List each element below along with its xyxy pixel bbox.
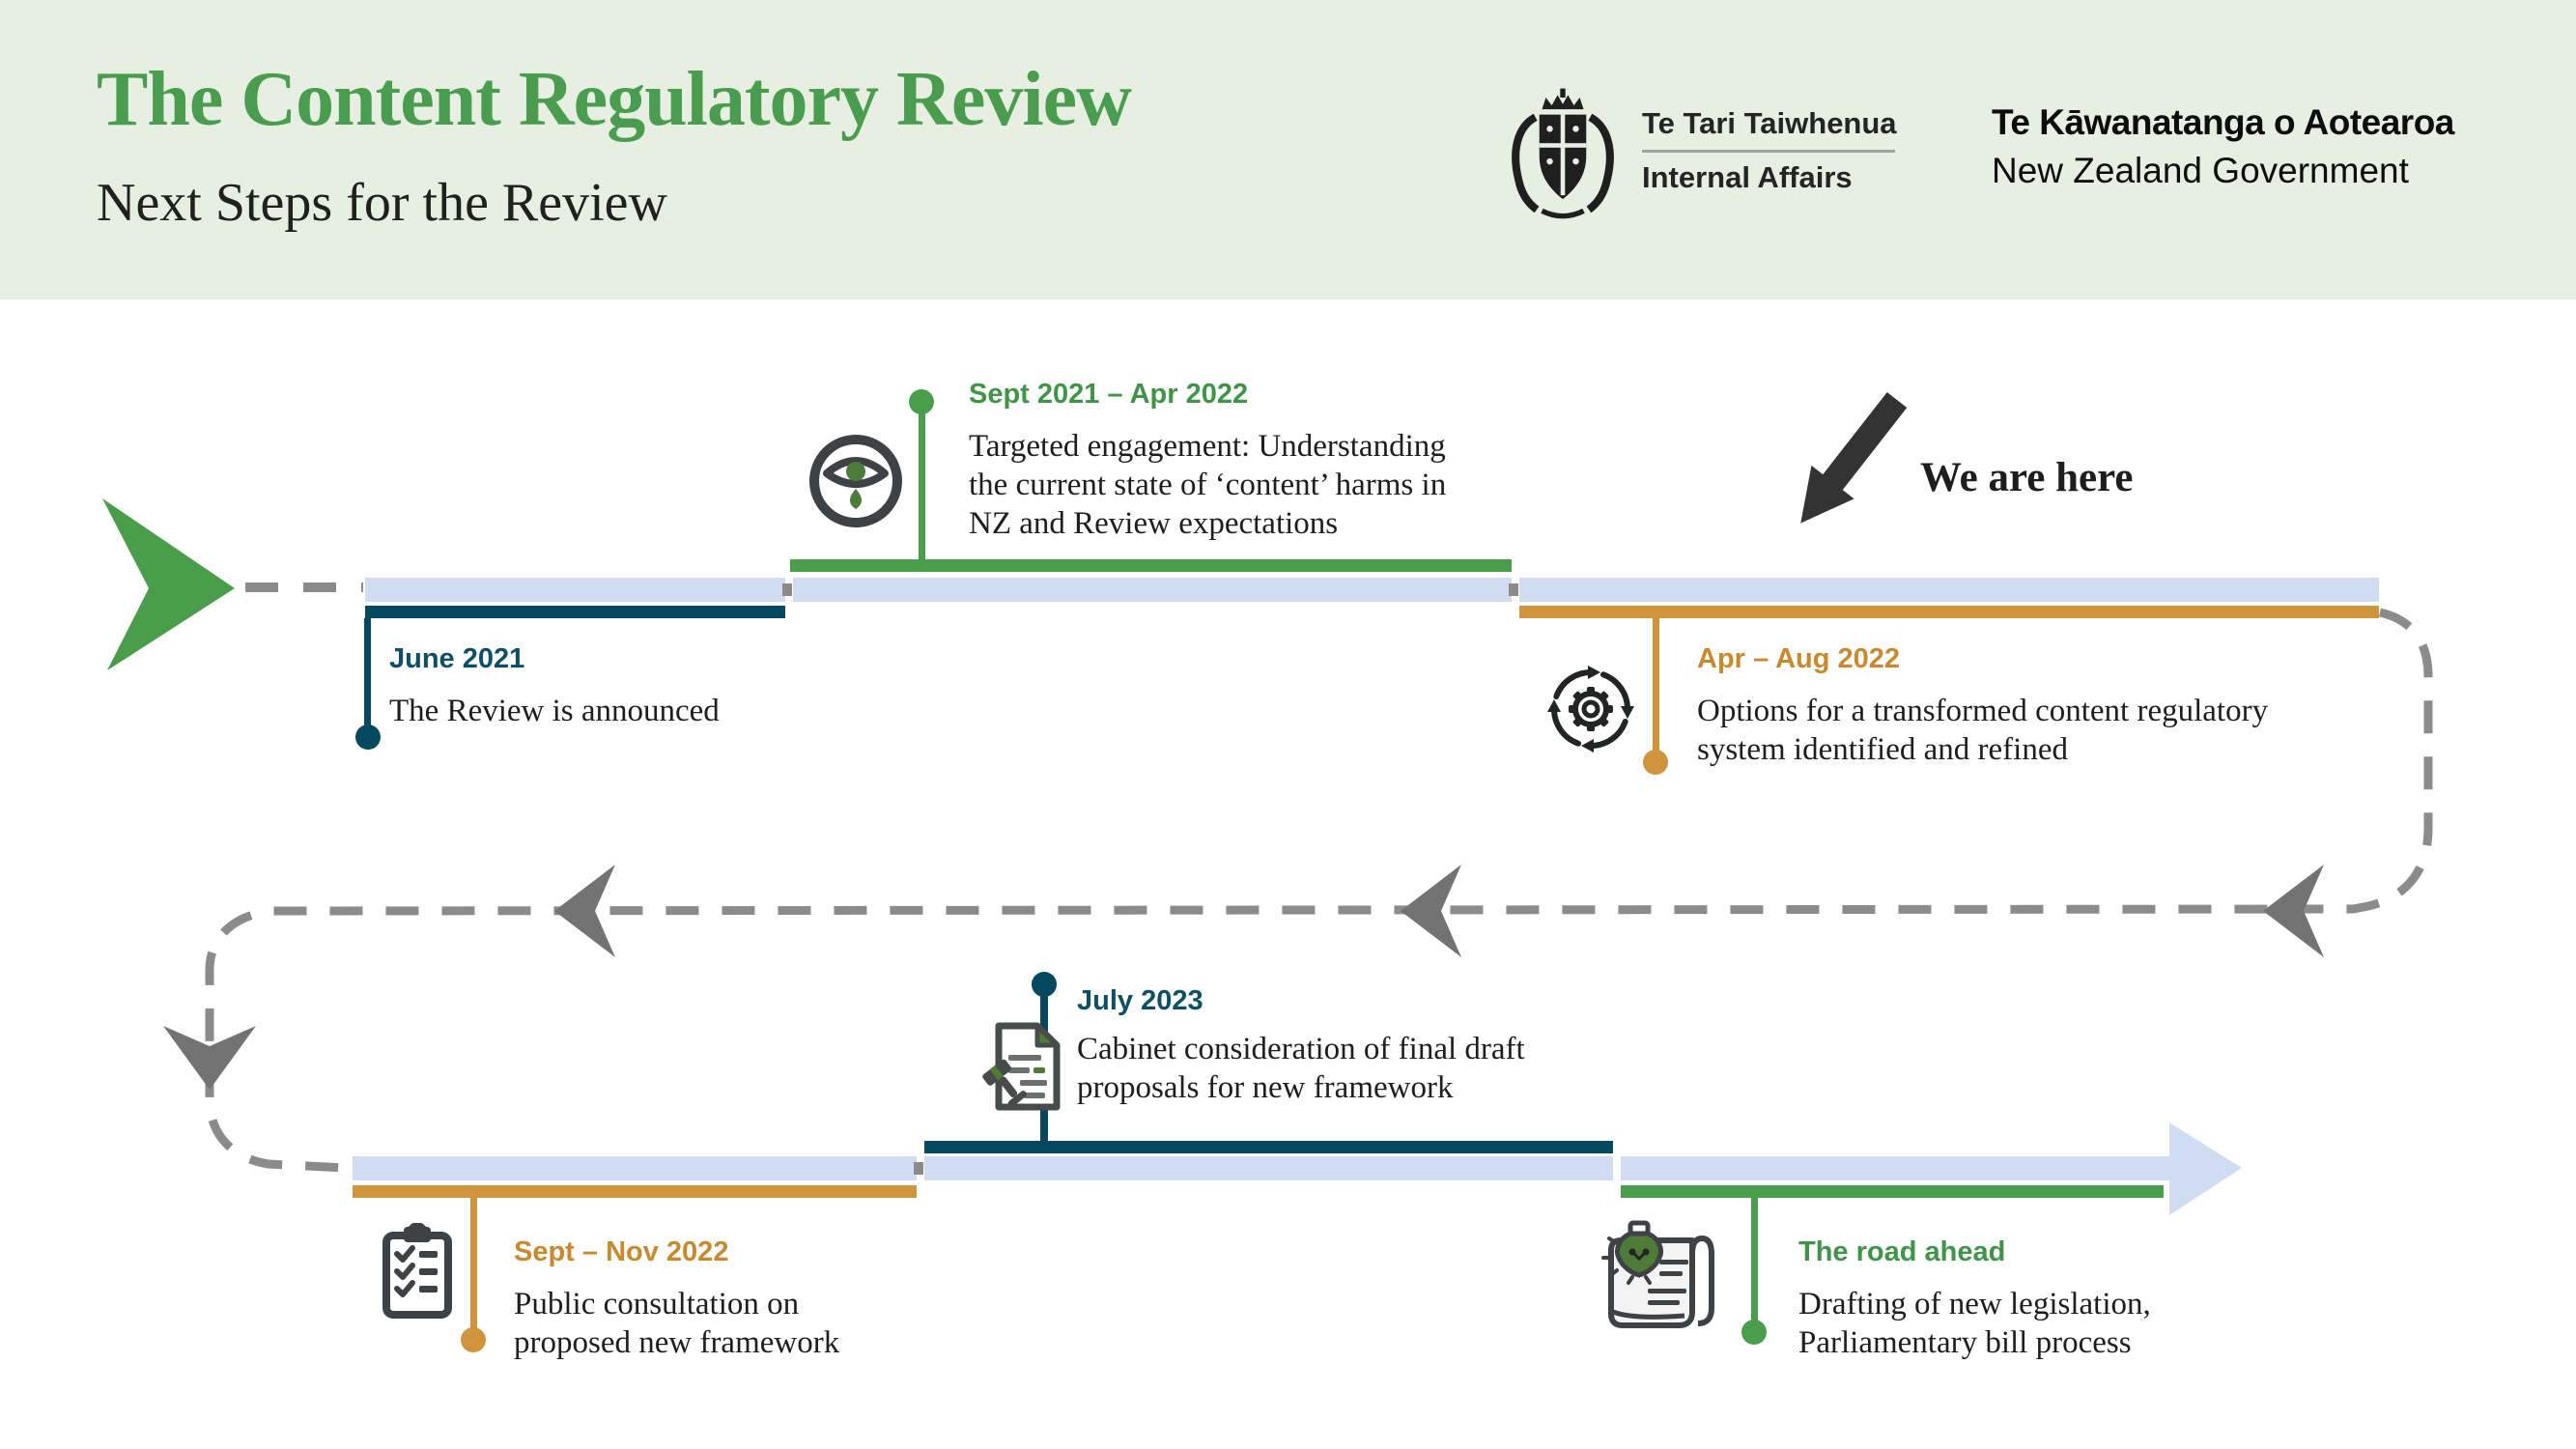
milestone-text-line: Public consultation on (514, 1287, 800, 1321)
milestone-connector (364, 618, 371, 728)
milestone-connector (470, 1198, 477, 1333)
milestone-text-line: NZ and Review expectations (969, 506, 1339, 541)
milestone-text-line: Cabinet consideration of final draft (1077, 1032, 1525, 1066)
milestone-text-line: Options for a transformed content regula… (1697, 694, 2269, 728)
we-are-here-label: We are here (1920, 455, 2134, 500)
header-band: The Content Regulatory Review Next Steps… (0, 0, 2576, 299)
milestone-dot (461, 1327, 486, 1352)
track-gap-dash (1509, 583, 1518, 596)
milestone-date: The road ahead (1798, 1236, 2006, 1267)
down-chevron-arrow-icon (163, 1026, 256, 1090)
timeline-start-arrow-icon (102, 498, 235, 670)
milestone-date: Sept – Nov 2022 (514, 1236, 729, 1267)
milestone-text-line: proposed new framework (514, 1325, 840, 1360)
dia-logo-english-name: Internal Affairs (1642, 160, 1853, 194)
milestone-text: Targeted engagement: Understanding the c… (969, 427, 1446, 543)
page-subtitle: Next Steps for the Review (97, 173, 667, 233)
dashed-return-path (205, 608, 2433, 1173)
milestone-text: Options for a transformed content regula… (1697, 692, 2268, 769)
govt-logo-english-name: New Zealand Government (1992, 151, 2409, 190)
dia-logo-maori-name: Te Tari Taiwhenua (1642, 106, 1897, 140)
milestone-text-line: Targeted engagement: Understanding (969, 429, 1446, 464)
milestone-text-line: Drafting of new legislation, (1798, 1287, 2151, 1321)
nz-coat-of-arms-icon (1512, 88, 1614, 219)
milestone-connector (919, 412, 925, 562)
track-segment (1519, 578, 2379, 602)
milestone-text: Cabinet consideration of final draft pro… (1077, 1030, 1525, 1107)
document-gavel-icon (982, 1022, 1061, 1111)
gear-cycle-icon (1547, 666, 1634, 753)
milestone-dot (1741, 1320, 1767, 1345)
track-segment (793, 578, 1512, 602)
accent-bar-road-ahead (1621, 1185, 2164, 1198)
milestone-text: The Review is announced (389, 692, 720, 730)
milestone-text: Drafting of new legislation, Parliamenta… (1798, 1285, 2151, 1362)
dia-logo-text: Te Tari Taiwhenua Internal Affairs (1642, 106, 1897, 195)
milestone-dot (355, 724, 381, 750)
left-chevron-arrow-icon (1401, 865, 1461, 957)
milestone-date: June 2021 (389, 643, 525, 674)
dia-logo-divider (1642, 150, 1895, 153)
track-segment (1621, 1156, 2170, 1180)
milestone-date: Apr – Aug 2022 (1697, 643, 1901, 674)
milestone-connector (1653, 618, 1659, 755)
accent-bar-apr-aug-2022 (1519, 606, 2379, 618)
timeline-end-arrowhead (2169, 1122, 2242, 1215)
milestone-dot (1643, 750, 1668, 775)
accent-bar-june-2021 (365, 606, 785, 618)
eye-icon (809, 435, 902, 527)
clipboard-checklist-icon (382, 1223, 452, 1319)
accent-bar-july-2023 (924, 1141, 1613, 1153)
accent-bar-sept-nov-2022 (353, 1185, 917, 1198)
track-segment (353, 1156, 917, 1180)
left-chevron-arrow-icon (2263, 865, 2324, 957)
milestone-text-line: the current state of ‘content’ harms in (969, 468, 1447, 502)
we-are-here-arrow-icon (1800, 391, 1908, 524)
track-gap-dash (914, 1162, 923, 1175)
page-title: The Content Regulatory Review (97, 57, 1132, 142)
left-chevron-arrow-icon (554, 865, 615, 957)
milestone-text-line: system identified and refined (1697, 732, 2068, 767)
nz-government-logo-text: Te Kāwanatanga o Aotearoa New Zealand Go… (1992, 102, 2454, 191)
milestone-date: July 2023 (1077, 985, 1203, 1016)
milestone-text-line: proposals for new framework (1077, 1070, 1454, 1105)
track-segment (365, 578, 785, 602)
accent-bar-sept-2021-apr-2022 (790, 559, 1512, 572)
track-gap-dash (782, 583, 792, 596)
milestone-text-line: Parliamentary bill process (1798, 1325, 2132, 1360)
milestone-dot (1032, 972, 1057, 997)
milestone-dot (909, 389, 934, 414)
scroll-lightbulb-icon (1601, 1220, 1714, 1328)
govt-logo-maori-name: Te Kāwanatanga o Aotearoa (1992, 102, 2454, 142)
milestone-text-line: The Review is announced (389, 694, 720, 728)
milestone-text: Public consultation on proposed new fram… (514, 1285, 839, 1362)
milestone-date: Sept 2021 – Apr 2022 (969, 379, 1249, 410)
track-segment (924, 1156, 1613, 1180)
milestone-connector (1751, 1198, 1758, 1325)
